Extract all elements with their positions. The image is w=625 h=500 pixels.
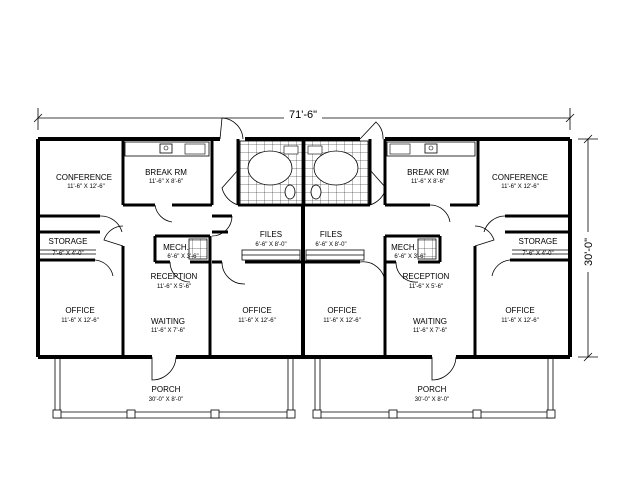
room-office-right-1: OFFICE 11'-6" X 12'-6" bbox=[323, 306, 360, 324]
storage-left-shelf bbox=[40, 249, 96, 255]
room-name: STORAGE bbox=[519, 237, 558, 246]
room-size: 30'-0" X 8'-0" bbox=[149, 397, 184, 403]
room-name: STORAGE bbox=[49, 237, 88, 246]
files-left-shelf bbox=[241, 249, 301, 261]
room-name: PORCH bbox=[418, 385, 447, 394]
room-name: PORCH bbox=[152, 385, 181, 394]
room-name: MECH. bbox=[391, 243, 417, 252]
room-break-right: BREAK RM 11'-6" X 8'-6" bbox=[407, 168, 449, 185]
room-size: 6'-6" X 3'-6" bbox=[167, 254, 198, 260]
files-right-shelf bbox=[305, 249, 365, 261]
room-name: RECEPTION bbox=[151, 272, 198, 281]
interior-walls-left bbox=[38, 139, 303, 357]
room-name: OFFICE bbox=[65, 306, 94, 315]
room-size: 6'-6" X 8'-0" bbox=[255, 242, 286, 248]
room-office-left-2: OFFICE 11'-6" X 12'-6" bbox=[238, 306, 275, 324]
break-room-left-counter bbox=[124, 141, 210, 157]
overall-width-dimension: 71'-6" bbox=[33, 108, 575, 130]
room-storage-left: STORAGE 7'-6" X 4'-0" bbox=[49, 237, 88, 257]
storage-right-shelf bbox=[512, 249, 568, 255]
interior-walls-right bbox=[303, 139, 570, 357]
room-reception-left: RECEPTION 11'-6" X 5'-6" bbox=[151, 272, 198, 290]
room-name: WAITING bbox=[413, 317, 447, 326]
overall-depth-dimension: 30'-0" bbox=[578, 134, 598, 362]
room-files-right: FILES 6'-6" X 8'-0" bbox=[315, 230, 346, 248]
room-name: OFFICE bbox=[327, 306, 356, 315]
room-size: 11'-6" X 8'-6" bbox=[149, 179, 183, 185]
room-name: BREAK RM bbox=[407, 168, 449, 177]
room-name: MECH. bbox=[163, 243, 189, 252]
room-size: 30'-0" X 8'-0" bbox=[415, 397, 450, 403]
room-reception-right: RECEPTION 11'-6" X 5'-6" bbox=[403, 272, 450, 290]
room-size: 11'-6" X 12'-6" bbox=[67, 184, 104, 190]
room-name: OFFICE bbox=[242, 306, 271, 315]
room-size: 11'-6" X 5'-6" bbox=[157, 284, 191, 290]
room-mech-right: MECH. 6'-6" X 3'-6" bbox=[391, 243, 426, 260]
exterior-walls bbox=[36, 137, 572, 359]
room-name: RECEPTION bbox=[403, 272, 450, 281]
room-size: 11'-6" X 12'-6" bbox=[61, 318, 98, 324]
room-conference-left: CONFERENCE 11'-6" X 12'-6" bbox=[56, 173, 112, 190]
room-name: FILES bbox=[260, 230, 282, 239]
room-size: 7'-6" X 4'-0" bbox=[52, 251, 83, 257]
porch-left bbox=[52, 358, 296, 419]
room-office-left-1: OFFICE 11'-6" X 12'-6" bbox=[61, 306, 98, 324]
room-storage-right: STORAGE 7'-6" X 4'-0" bbox=[519, 237, 558, 257]
room-size: 11'-6" X 12'-6" bbox=[238, 318, 275, 324]
room-files-left: FILES 6'-6" X 8'-0" bbox=[255, 230, 286, 248]
room-name: OFFICE bbox=[505, 306, 534, 315]
room-size: 11'-6" X 12'-6" bbox=[501, 184, 538, 190]
room-waiting-right: WAITING 11'-6" X 7'-6" bbox=[413, 317, 447, 334]
room-size: 11'-6" X 8'-6" bbox=[411, 179, 445, 185]
room-size: 11'-6" X 7'-6" bbox=[413, 328, 447, 334]
room-size: 6'-6" X 3'-6" bbox=[394, 254, 425, 260]
room-name: CONFERENCE bbox=[56, 173, 112, 182]
room-porch-left: PORCH 30'-0" X 8'-0" bbox=[149, 385, 184, 403]
room-waiting-left: WAITING 11'-6" X 7'-6" bbox=[151, 317, 185, 334]
restroom-right bbox=[304, 140, 369, 205]
room-name: WAITING bbox=[151, 317, 185, 326]
room-name: CONFERENCE bbox=[492, 173, 548, 182]
mech-right-fixture bbox=[417, 238, 437, 260]
porch-right bbox=[312, 358, 556, 419]
room-size: 7'-6" X 4'-0" bbox=[522, 251, 553, 257]
room-size: 11'-6" X 12'-6" bbox=[323, 318, 360, 324]
room-name: BREAK RM bbox=[145, 168, 187, 177]
break-room-right-counter bbox=[386, 141, 476, 157]
door-swings bbox=[94, 117, 511, 381]
room-porch-right: PORCH 30'-0" X 8'-0" bbox=[415, 385, 450, 403]
mech-left-fixture bbox=[188, 238, 208, 260]
room-size: 11'-6" X 5'-6" bbox=[409, 284, 443, 290]
room-mech-left: MECH. 6'-6" X 3'-6" bbox=[163, 243, 199, 260]
room-name: FILES bbox=[320, 230, 342, 239]
room-size: 11'-6" X 7'-6" bbox=[151, 328, 185, 334]
room-size: 6'-6" X 8'-0" bbox=[315, 242, 346, 248]
room-break-left: BREAK RM 11'-6" X 8'-6" bbox=[145, 168, 187, 185]
restroom-left bbox=[239, 140, 303, 205]
room-conference-right: CONFERENCE 11'-6" X 12'-6" bbox=[492, 173, 548, 190]
overall-depth-label: 30'-0" bbox=[583, 238, 595, 266]
room-office-right-2: OFFICE 11'-6" X 12'-6" bbox=[501, 306, 538, 324]
overall-width-label: 71'-6" bbox=[289, 109, 317, 121]
room-size: 11'-6" X 12'-6" bbox=[501, 318, 538, 324]
